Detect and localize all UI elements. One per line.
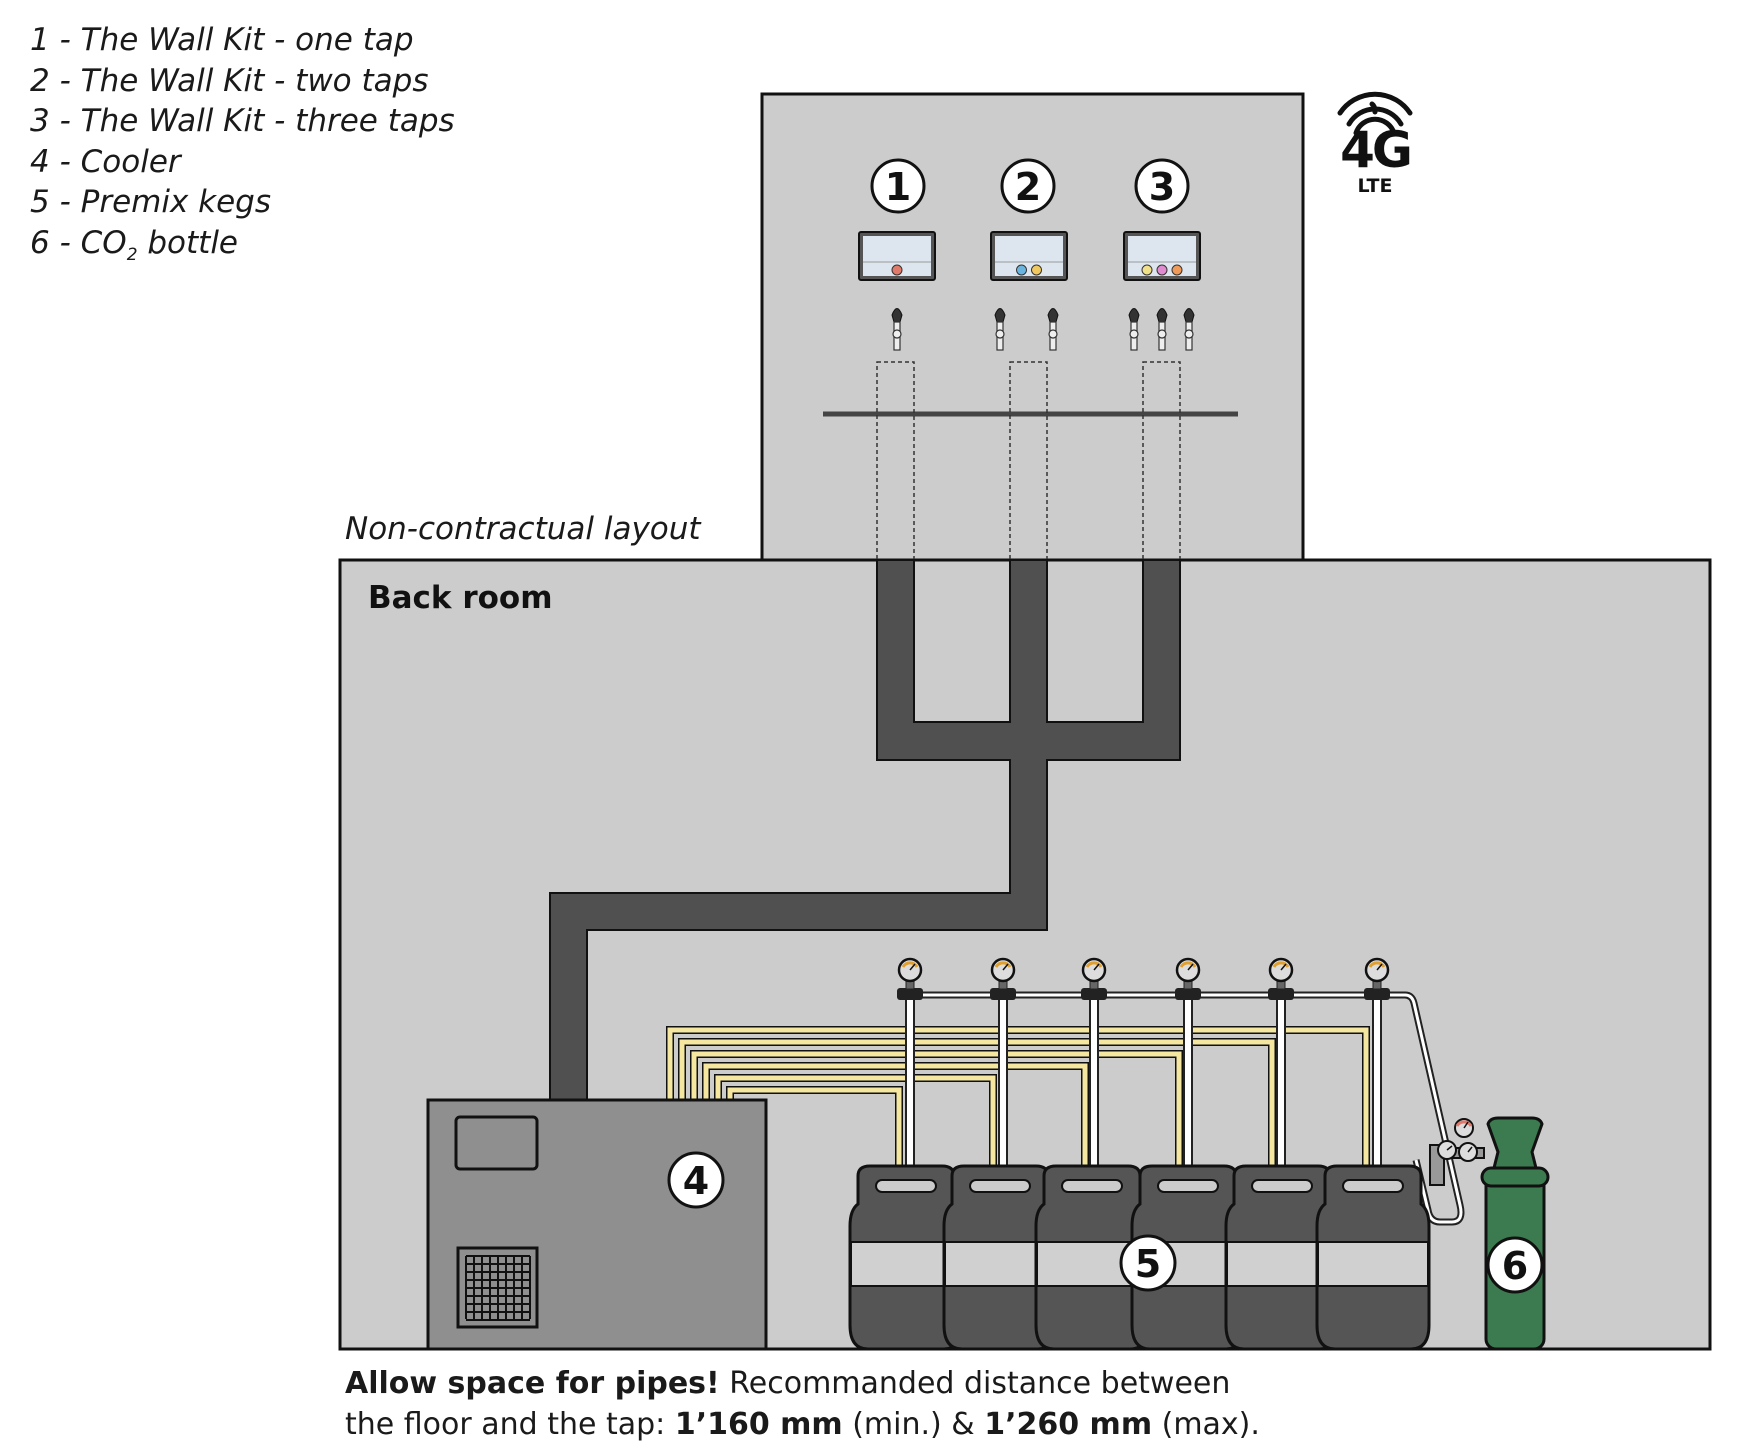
keg-gauges — [897, 957, 1390, 1176]
network-type: LTE — [1357, 175, 1393, 197]
footer-line-2: the floor and the tap: 1’160 mm (min.) &… — [345, 1407, 1260, 1442]
wallkit-2-marker: 2 — [1000, 158, 1056, 214]
network-badge: 4G LTE — [1335, 95, 1415, 197]
indicator-dot — [1141, 264, 1153, 276]
wallkit-1-marker: 1 — [870, 158, 926, 214]
co2-bottle: 6 — [1480, 1116, 1550, 1351]
premix-keg — [1315, 1164, 1431, 1351]
pressure-gauge — [1364, 957, 1390, 1176]
legend-item-1: 1 - The Wall Kit - one tap — [30, 22, 414, 58]
wallkit-3-marker: 3 — [1134, 158, 1190, 214]
legend-item-6: 6 - CO2 bottle — [30, 224, 239, 265]
premix-keg — [942, 1164, 1058, 1351]
tap-icon — [891, 308, 903, 351]
footer-line-1: Allow space for pipes! Recommanded dista… — [345, 1366, 1231, 1401]
wallkit-3-panel — [1123, 231, 1201, 281]
main-pipe — [549, 559, 1181, 1104]
kegs-number: 5 — [1135, 1242, 1161, 1286]
cooler-display — [454, 1115, 539, 1171]
beer-lines — [666, 1026, 1370, 1175]
gas-line — [905, 991, 1465, 1226]
indicator-dot — [1031, 264, 1042, 276]
legend-item-2: 2 - The Wall Kit - two taps — [30, 62, 429, 99]
network-generation: 4G — [1340, 121, 1413, 179]
back-room-label: Back room — [368, 580, 553, 616]
legend: 1 - The Wall Kit - one tap 2 - The Wall … — [30, 20, 455, 263]
wifi-icon — [1337, 91, 1413, 136]
indicator-dot — [891, 264, 903, 276]
tap-icon — [1128, 308, 1140, 351]
pressure-gauge — [897, 957, 923, 1176]
wallkit-2-panel — [990, 231, 1068, 281]
layout-note: Non-contractual layout — [345, 511, 701, 547]
tap-icon — [1047, 308, 1059, 351]
indicator-dot — [1156, 264, 1168, 276]
wallkit-1-number: 1 — [885, 165, 911, 209]
co2-regulator — [1429, 1118, 1485, 1186]
wallkit-2-number: 2 — [1015, 165, 1041, 209]
legend-item-4: 4 - Cooler — [30, 143, 181, 180]
tap-icon — [1183, 308, 1195, 351]
pressure-gauge — [1175, 957, 1201, 1176]
cooler: 4 — [426, 1098, 768, 1351]
footer-note: Allow space for pipes! Recommanded dista… — [345, 1363, 1260, 1445]
wallkit-3-number: 3 — [1149, 165, 1175, 209]
cooler-number: 4 — [683, 1159, 709, 1203]
legend-item-5: 5 - Premix kegs — [30, 184, 272, 220]
cooler-vent-grid — [465, 1255, 531, 1321]
indicator-dot — [1171, 264, 1183, 276]
indicator-dot — [1016, 264, 1027, 276]
legend-item-3: 3 - The Wall Kit - three taps — [30, 103, 455, 139]
tap-icon — [1156, 308, 1168, 351]
kegs-marker: 5 — [1119, 1234, 1177, 1292]
tap-icon — [994, 308, 1006, 351]
co2-number: 6 — [1502, 1244, 1528, 1288]
taps — [891, 308, 1195, 351]
min-distance: 1’160 mm — [674, 1407, 843, 1442]
max-distance: 1’260 mm — [984, 1407, 1153, 1442]
wallkit-1-panel — [858, 231, 936, 281]
